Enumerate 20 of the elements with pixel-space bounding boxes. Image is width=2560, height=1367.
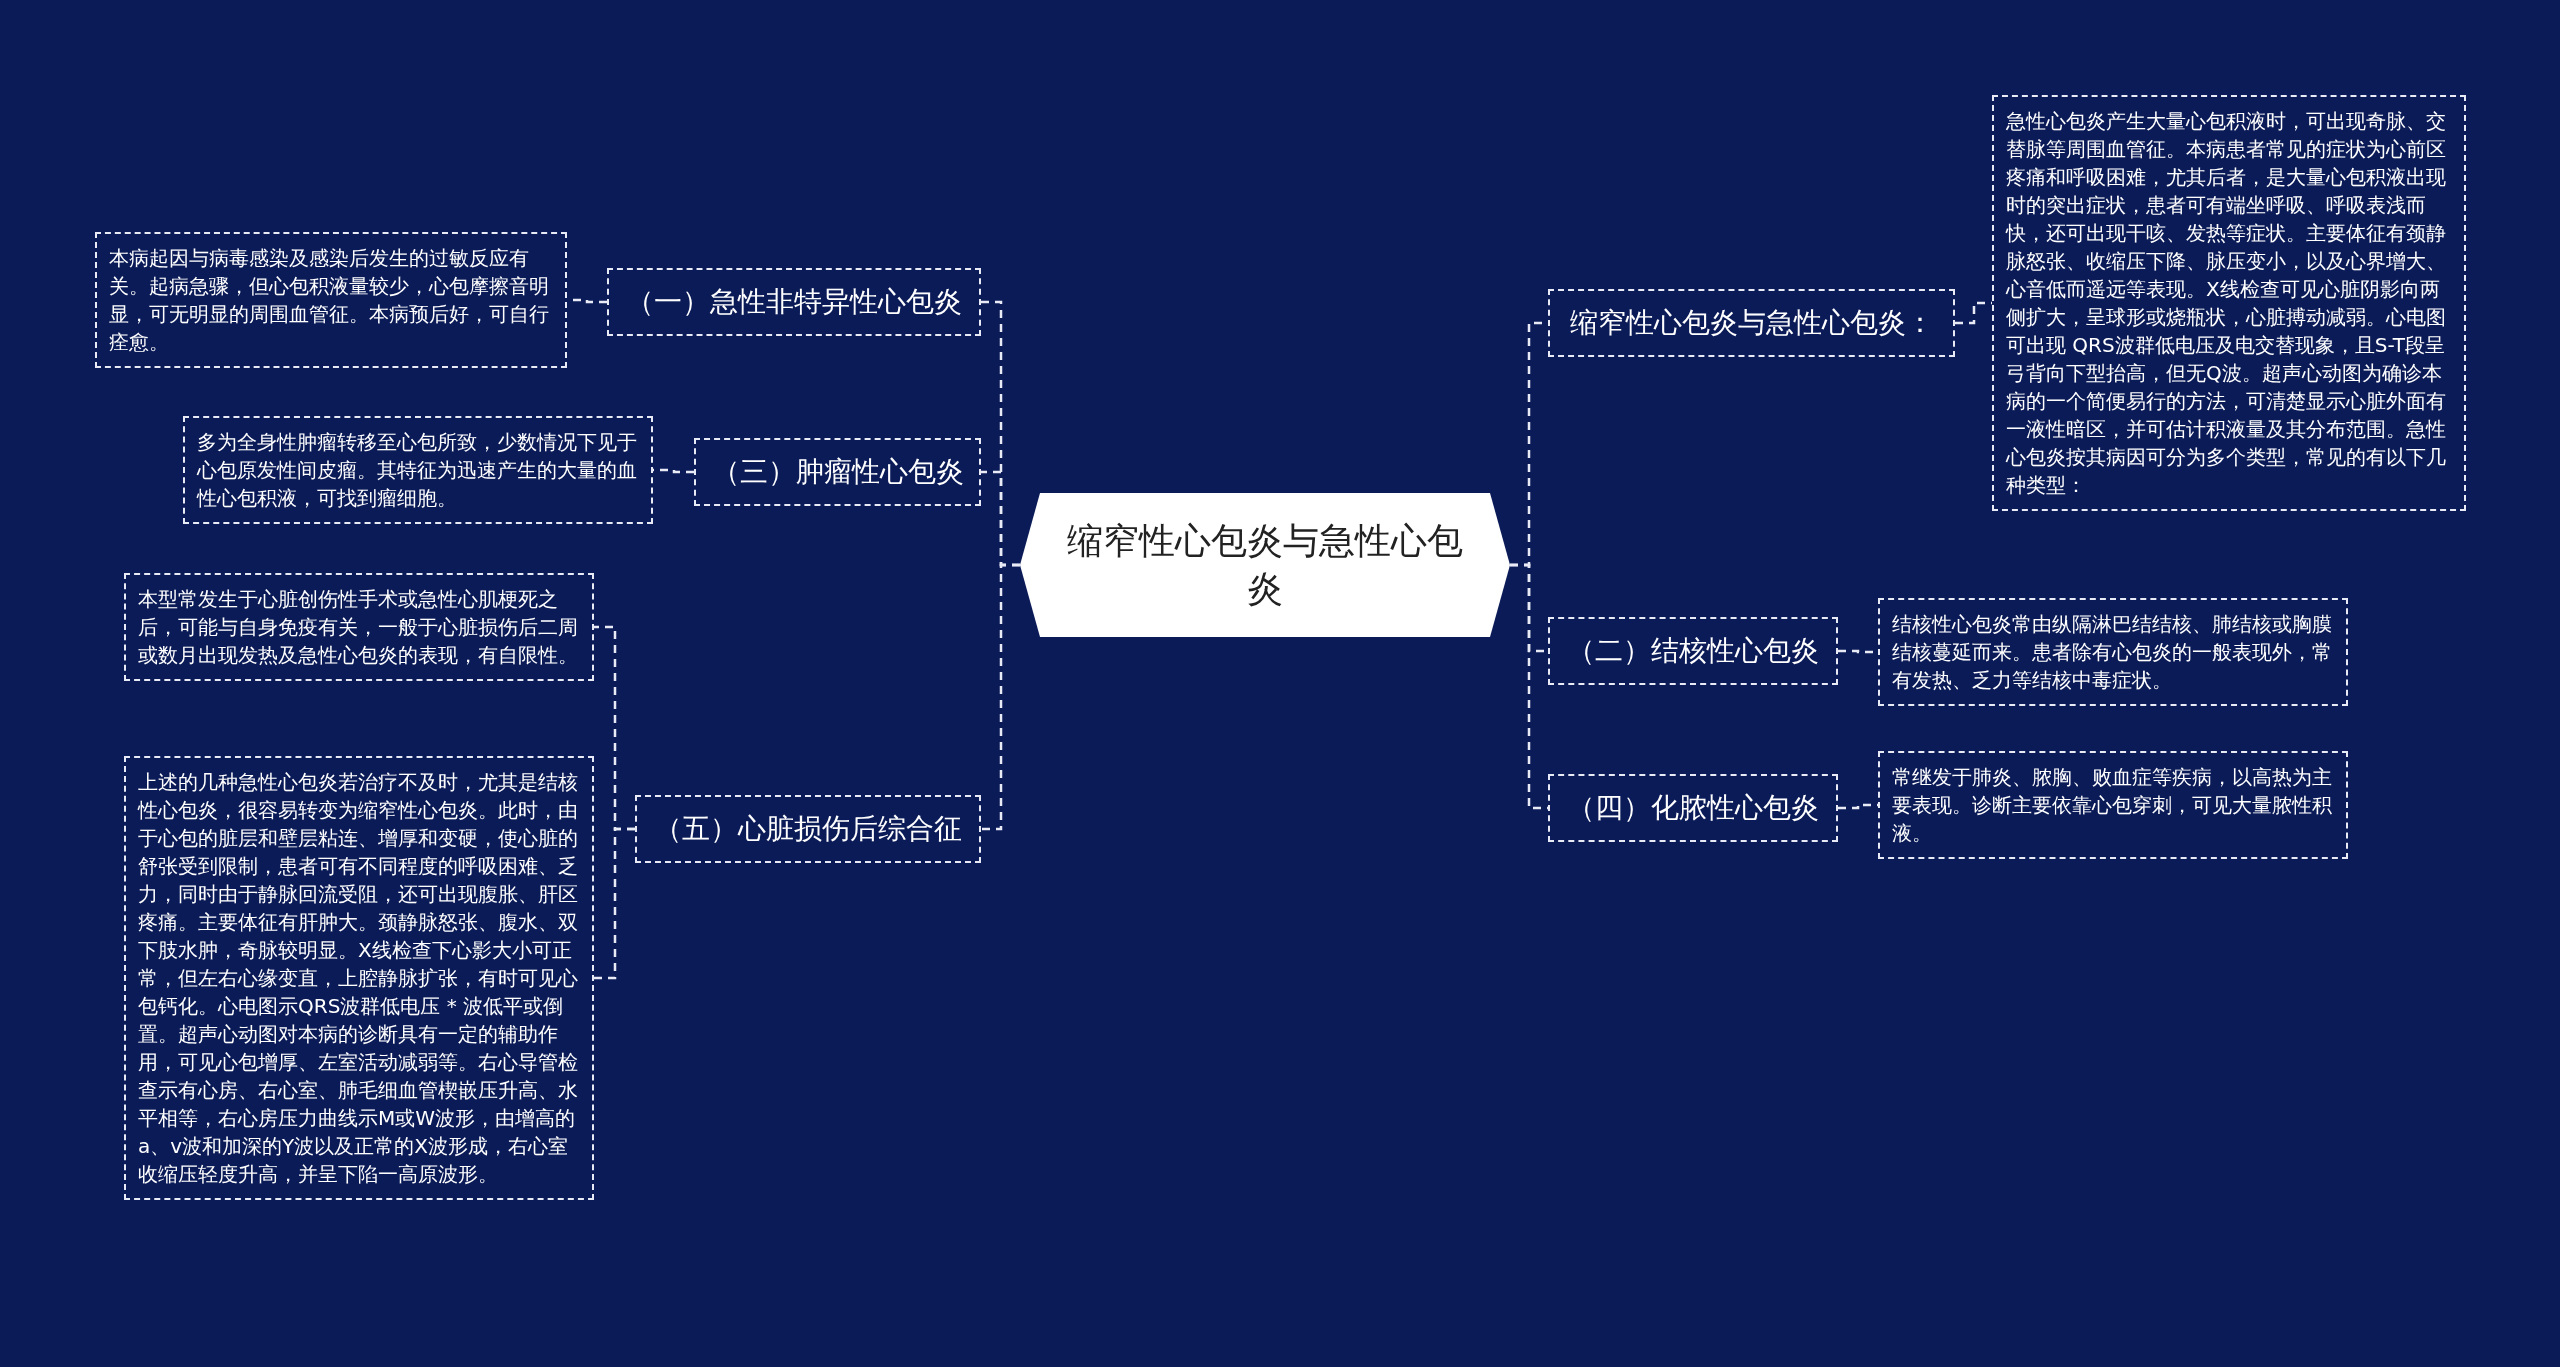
- topic-box: （一）急性非特异性心包炎: [607, 268, 981, 336]
- note-box: 本病起因与病毒感染及感染后发生的过敏反应有关。起病急骤，但心包积液量较少，心包摩擦音明显，可无明显的周围血管征。本病预后好，可自行痊愈。: [95, 232, 567, 368]
- connector-line: [1510, 563, 1548, 810]
- topic-box: （五）心脏损伤后综合征: [635, 795, 981, 863]
- note-box: 常继发于肺炎、脓胸、败血症等疾病，以高热为主要表现。诊断主要依靠心包穿刺，可见大量脓性积液。: [1878, 751, 2348, 859]
- connector-line: [594, 827, 635, 980]
- connector-line: [653, 468, 694, 474]
- note-box: 多为全身性肿瘤转移至心包所致，少数情况下见于心包原发性间皮瘤。其特征为迅速产生的大量的血性心包积液，可找到瘤细胞。: [183, 416, 653, 524]
- topic-box: 缩窄性心包炎与急性心包炎：: [1548, 289, 1955, 357]
- note-box: 结核性心包炎常由纵隔淋巴结结核、肺结核或胸膜结核蔓延而来。患者除有心包炎的一般表现外，常有发热、乏力等结核中毒症状。: [1878, 598, 2348, 706]
- topic-box: （四）化脓性心包炎: [1548, 774, 1838, 842]
- connector-line: [1838, 803, 1878, 810]
- connector-line: [981, 563, 1020, 831]
- note-box: 上述的几种急性心包炎若治疗不及时，尤其是结核性心包炎，很容易转变为缩窄性心包炎。此时，由于心包的脏层和壁层粘连、增厚和变硬，使心脏的舒张受到限制，患者可有不同程度的呼吸困难、乏力，同时由于静脉回流受阻，还可出现腹胀、肝区疼痛。主要体征有肝肿大。颈静脉怒张、腹水、双下肢水肿，奇脉较明显。X线检查下心影大小可正常，但左右心缘变直，上腔静脉扩张，有时可见心包钙化。心电图示QRS波群低电压 * 波低平或倒置。超声心动图对本病的诊断具有一定的辅助作用，可见心包增厚、左室活动减弱等。右心导管检查示有心房、右心室、肺毛细血管楔嵌压升高、水平相等，右心房压力曲线示M或W波形，由增高的a、v波和加深的Y波以及正常的X波形成，右心室收缩压轻度升高，并呈下陷一高原波形。: [124, 756, 594, 1200]
- topic-box: （二）结核性心包炎: [1548, 617, 1838, 685]
- note-box: 急性心包炎产生大量心包积液时，可出现奇脉、交替脉等周围血管征。本病患者常见的症状为心前区疼痛和呼吸困难，尤其后者，是大量心包积液出现时的突出症状，患者可有端坐呼吸、呼吸表浅而快，还可出现干咳、发热等症状。主要体征有颈静脉怒张、收缩压下降、脉压变小，以及心界增大、心音低而遥远等表现。X线检查可见心脏阴影向两侧扩大，呈球形或烧瓶状，心脏搏动减弱。心电图可出现 QRS波群低电压及电交替现象，且S-T段呈弓背向下型抬高，但无Q波。超声心动图为确诊本病的一个简便易行的方法，可清楚显示心脏外面有一液性暗区，并可估计积液量及其分布范围。急性心包炎按其病因可分为多个类型，常见的有以下几种类型：: [1992, 95, 2466, 511]
- central-topic-box: 缩窄性心包炎与急性心包炎: [1020, 493, 1510, 637]
- note-box: 本型常发生于心脏创伤性手术或急性心肌梗死之后，可能与自身免疫有关，一般于心脏损伤后二周或数月出现发热及急性心包炎的表现，有自限性。: [124, 573, 594, 681]
- connector-line: [1955, 301, 1992, 325]
- topic-box: （三）肿瘤性心包炎: [694, 438, 981, 506]
